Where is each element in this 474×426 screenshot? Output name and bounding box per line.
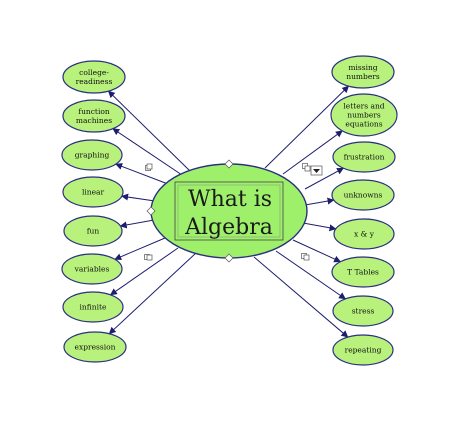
concept-node-label: letters and bbox=[343, 102, 384, 111]
concept-node-label: variables bbox=[74, 265, 110, 274]
concept-node-ellipse bbox=[63, 215, 123, 247]
edge-to-variables[interactable] bbox=[114, 237, 166, 261]
concept-node-label: function bbox=[78, 107, 110, 116]
concept-node-label: missing bbox=[348, 63, 377, 72]
concept-node-infinite[interactable]: infinite bbox=[62, 291, 124, 323]
edge-to-fun[interactable] bbox=[119, 219, 155, 229]
center-title-line2: Algebra bbox=[184, 215, 273, 240]
edge-to-college-readiness[interactable] bbox=[107, 90, 191, 172]
edge-to-unknowns[interactable] bbox=[304, 197, 335, 206]
edge-to-letters-and-numbers-equations[interactable] bbox=[282, 130, 343, 175]
edges-group bbox=[107, 85, 350, 338]
concept-node-ellipse bbox=[331, 55, 395, 89]
edge-to-expression[interactable] bbox=[108, 252, 197, 335]
center-node[interactable]: What is Algebra bbox=[146, 159, 323, 263]
concept-node-ellipse bbox=[332, 334, 394, 366]
chevron-down-icon bbox=[313, 169, 320, 173]
concept-node-label: T Tables bbox=[347, 268, 379, 277]
concept-node-ellipse bbox=[62, 99, 126, 133]
concept-node-variables[interactable]: variables bbox=[61, 253, 123, 285]
concept-node-ellipse bbox=[331, 179, 395, 211]
center-handle-upper-right[interactable] bbox=[304, 165, 311, 172]
concept-node-fun[interactable]: fun bbox=[63, 215, 123, 247]
concept-node-label: linear bbox=[82, 188, 105, 197]
center-handle-upper-left[interactable] bbox=[146, 163, 153, 170]
edge-to-repeating[interactable] bbox=[253, 256, 349, 338]
center-label-inner-frame bbox=[177, 184, 281, 238]
concept-node-label: readiness bbox=[76, 77, 113, 86]
concept-node-ellipse bbox=[61, 139, 123, 171]
concept-node-label: graphing bbox=[75, 151, 110, 160]
concept-node-label: equations bbox=[345, 120, 382, 129]
concept-node-frustration[interactable]: frustration bbox=[332, 141, 396, 173]
concept-node-label: fun bbox=[87, 227, 100, 236]
concept-node-ellipse bbox=[62, 176, 124, 208]
edge-to-stress[interactable] bbox=[275, 250, 346, 300]
concept-node-label: frustration bbox=[344, 153, 385, 162]
edge-to-infinite[interactable] bbox=[109, 247, 179, 296]
concept-node-x-and-y[interactable]: x & y bbox=[333, 218, 395, 250]
concept-node-unknowns[interactable]: unknowns bbox=[331, 179, 395, 211]
center-handle-left[interactable] bbox=[146, 206, 156, 216]
center-title-line1: What is bbox=[188, 187, 272, 212]
center-handle-lower-right[interactable] bbox=[303, 254, 310, 261]
concept-node-repeating[interactable]: repeating bbox=[332, 334, 394, 366]
concept-node-stress[interactable]: stress bbox=[332, 295, 394, 327]
concept-node-ellipse bbox=[332, 141, 396, 173]
concept-node-college-readiness[interactable]: college-readiness bbox=[62, 60, 126, 94]
concept-node-ellipse bbox=[331, 256, 395, 288]
concept-node-label: unknowns bbox=[344, 191, 383, 200]
center-handle-bottom[interactable] bbox=[224, 253, 234, 263]
concept-node-ellipse bbox=[330, 93, 398, 137]
edge-to-t-tables[interactable] bbox=[292, 239, 342, 263]
edge-to-function-machines[interactable] bbox=[112, 128, 183, 176]
concept-node-ellipse bbox=[61, 253, 123, 285]
edge-to-linear[interactable] bbox=[121, 193, 156, 202]
concept-node-expression[interactable]: expression bbox=[63, 331, 127, 363]
edge-to-x-and-y[interactable] bbox=[302, 222, 337, 232]
concept-node-label: stress bbox=[352, 307, 375, 316]
concept-node-ellipse bbox=[332, 295, 394, 327]
center-label-frame bbox=[174, 181, 284, 241]
concept-node-label: expression bbox=[75, 343, 116, 352]
concept-node-t-tables[interactable]: T Tables bbox=[331, 256, 395, 288]
center-handle-lower-left[interactable] bbox=[146, 254, 153, 261]
concept-node-label: college- bbox=[79, 68, 109, 77]
concept-node-label: x & y bbox=[354, 230, 375, 239]
concept-node-label: repeating bbox=[345, 346, 382, 355]
concept-node-ellipse bbox=[63, 331, 127, 363]
center-handle-top[interactable] bbox=[224, 159, 234, 169]
concept-node-linear[interactable]: linear bbox=[62, 176, 124, 208]
edge-to-frustration[interactable] bbox=[304, 167, 344, 190]
concept-node-label: numbers bbox=[347, 111, 381, 120]
edge-to-missing-numbers[interactable] bbox=[264, 85, 350, 169]
concept-node-ellipse bbox=[62, 60, 126, 94]
concept-node-graphing[interactable]: graphing bbox=[61, 139, 123, 171]
concept-node-label: infinite bbox=[80, 303, 107, 312]
concept-node-ellipse bbox=[62, 291, 124, 323]
concept-node-label: numbers bbox=[346, 72, 380, 81]
concept-node-ellipse bbox=[333, 218, 395, 250]
concept-node-label: machines bbox=[76, 116, 112, 125]
edge-to-graphing[interactable] bbox=[115, 163, 169, 185]
